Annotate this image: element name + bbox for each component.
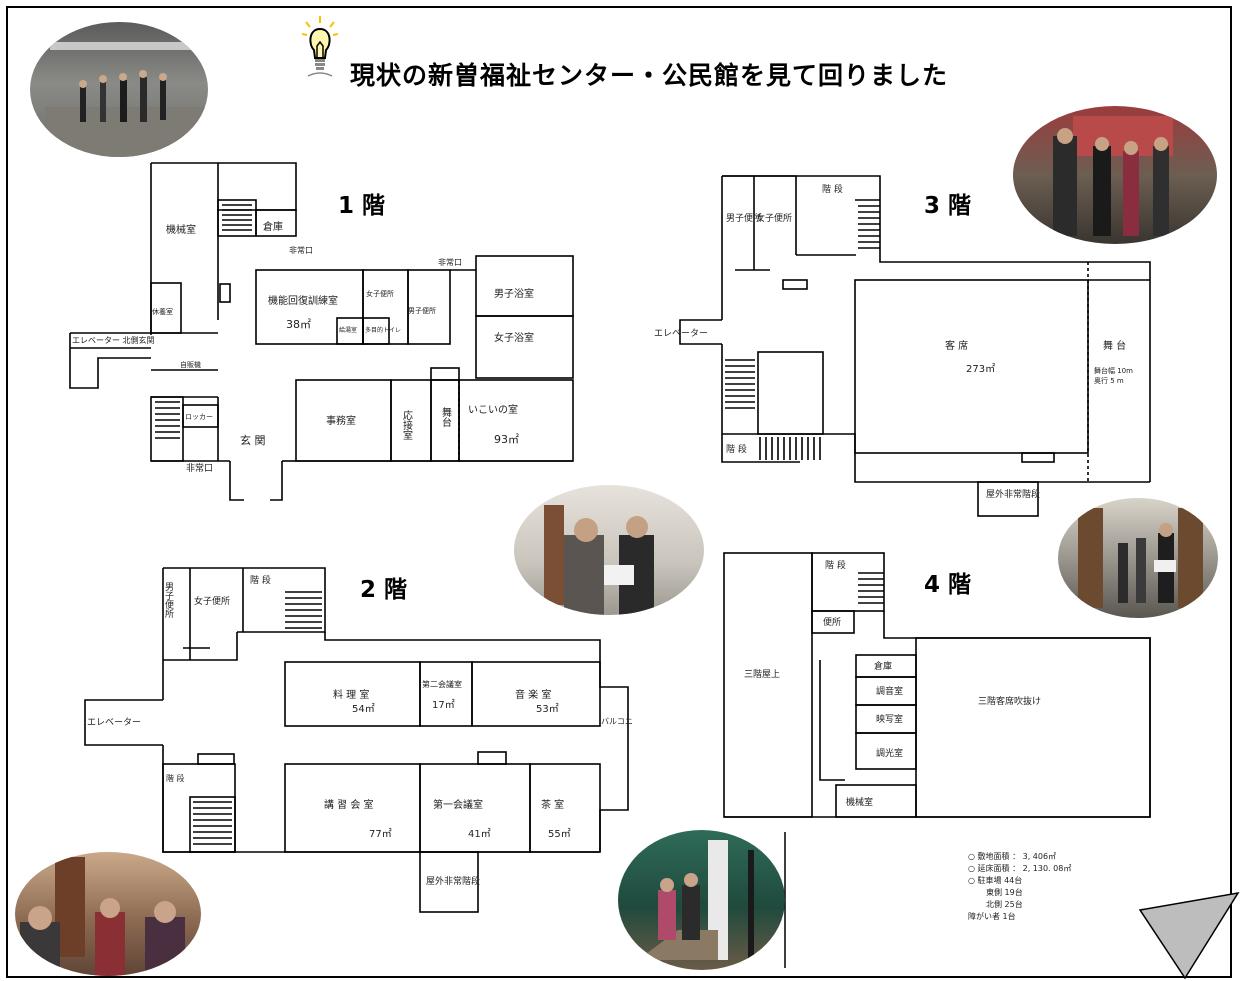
lightbulb-icon bbox=[300, 14, 340, 88]
f1-ikoi: いこいの室 bbox=[468, 403, 518, 416]
f1-kinou-area: 38㎡ bbox=[286, 318, 311, 331]
f2-ongakushitsu: 音 楽 室 bbox=[515, 688, 551, 701]
f2-danshi-benjo: 男子便所 bbox=[163, 582, 174, 619]
f1-danshi-benjo: 男子便所 bbox=[408, 306, 436, 315]
site-info-parking-east: 東側 19台 bbox=[986, 888, 1023, 897]
site-info-parking-accessible: 障がい者 1台 bbox=[968, 912, 1016, 921]
f1-genkan: 玄 関 bbox=[240, 433, 266, 447]
f1-danshi-yokushitsu: 男子浴室 bbox=[494, 287, 534, 300]
f1-butai: 舞台 bbox=[440, 407, 452, 428]
f2-ongakushitsu-area: 53㎡ bbox=[536, 703, 559, 715]
floor-label-2: 2 階 bbox=[360, 577, 408, 603]
photo-2f-corridor bbox=[514, 485, 704, 615]
f3-joshi-benjo: 女子便所 bbox=[756, 212, 792, 224]
f4-choukoushitsu: 調光室 bbox=[876, 747, 903, 759]
f4-benjo: 便所 bbox=[823, 616, 841, 628]
photo-4f-corridor bbox=[1058, 498, 1218, 618]
floor-plan-1 bbox=[69, 162, 574, 501]
f1-jihanki: 自販機 bbox=[180, 360, 201, 369]
floor-plan-2 bbox=[84, 567, 629, 913]
f3-danshi-benjo: 男子便所 bbox=[726, 212, 762, 224]
page-frame bbox=[6, 6, 1232, 978]
f1-elevator: エレベーター 北側玄関 bbox=[72, 335, 155, 345]
f3-okugai: 屋外非常階段 bbox=[986, 488, 1040, 500]
f2-ryourishitsu-area: 54㎡ bbox=[352, 703, 375, 715]
f4-eishashitsu: 映写室 bbox=[876, 713, 903, 725]
floor-plan-4 bbox=[723, 552, 1151, 818]
f1-hijoguchi-3: 非常口 bbox=[186, 462, 213, 474]
f1-hijoguchi-2: 非常口 bbox=[438, 257, 462, 267]
f1-kinou: 機能回復訓練室 bbox=[268, 294, 338, 307]
f1-ikoi-area: 93㎡ bbox=[494, 433, 519, 446]
page-title: 現状の新曽福祉センター・公民館を見て回りました bbox=[350, 61, 949, 90]
f1-hijoguchi-1: 非常口 bbox=[289, 245, 313, 255]
photo-3f-hall bbox=[1013, 106, 1217, 244]
site-info-parking-north: 北側 25台 bbox=[986, 900, 1023, 909]
photo-1f-hall bbox=[30, 22, 208, 157]
f1-locker: ロッカー bbox=[185, 413, 213, 421]
f2-daiichi-kaigishitsu: 第一会議室 bbox=[433, 798, 483, 811]
f4-kaidan: 階 段 bbox=[825, 559, 846, 571]
f2-daini-area: 17㎡ bbox=[432, 699, 455, 711]
f3-butai-note-2: 奥行 5 m bbox=[1094, 376, 1124, 385]
f1-jimushitsu: 事務室 bbox=[326, 414, 356, 427]
site-info: ○ 敷地面積 ： 3, 406㎡ ○ 延床面積 ： 2, 130. 08㎡ ○ … bbox=[968, 851, 1071, 923]
f3-butai-note-1: 舞台幅 10m bbox=[1094, 366, 1133, 375]
f2-kaidan-1: 階 段 bbox=[250, 574, 271, 586]
f2-koushuu: 講 習 会 室 bbox=[324, 798, 374, 811]
site-info-area: ○ 敷地面積 ： 3, 406㎡ bbox=[968, 852, 1057, 861]
floor-label-1: 1 階 bbox=[338, 193, 386, 219]
f4-souko: 倉庫 bbox=[874, 660, 892, 672]
f1-kyuyoushitsu: 休養室 bbox=[152, 307, 173, 316]
f2-daiichi-area: 41㎡ bbox=[468, 828, 491, 840]
corner-triangle-icon bbox=[1138, 891, 1240, 980]
f2-chashitsu-area: 55㎡ bbox=[548, 828, 571, 840]
f2-elevator: エレベーター bbox=[87, 717, 141, 728]
f3-kaidan-2: 階 段 bbox=[726, 443, 747, 455]
f3-butai: 舞 台 bbox=[1103, 339, 1126, 352]
f2-koushuu-area: 77㎡ bbox=[369, 828, 392, 840]
f3-kyakuseki-area: 273㎡ bbox=[966, 363, 995, 375]
f2-ryourishitsu: 料 理 室 bbox=[333, 688, 369, 701]
f2-chashitsu: 茶 室 bbox=[541, 798, 564, 811]
f4-chouonshitsu: 調音室 bbox=[876, 685, 903, 697]
f1-ousetsushitsu: 応接室 bbox=[401, 409, 413, 440]
f3-kyakuseki: 客 席 bbox=[945, 339, 968, 352]
floor-plan-3 bbox=[679, 175, 1151, 517]
f1-souko: 倉庫 bbox=[263, 220, 283, 233]
f2-okugai: 屋外非常階段 bbox=[426, 875, 480, 887]
f2-daini-kaigishitsu: 第二会議室 bbox=[422, 679, 462, 689]
f3-elevator: エレベーター bbox=[654, 328, 708, 339]
f2-balcony: バルコニ bbox=[601, 717, 633, 726]
photo-2f-group bbox=[15, 852, 201, 976]
f1-joshi-yokushitsu: 女子浴室 bbox=[494, 331, 534, 344]
f1-kikaishitsu: 機械室 bbox=[166, 223, 196, 236]
floor-label-4: 4 階 bbox=[924, 572, 972, 598]
site-info-floor-area: ○ 延床面積 ： 2, 130. 08㎡ bbox=[968, 864, 1072, 873]
f4-kikaishitsu: 機械室 bbox=[846, 796, 873, 808]
photo-stairs bbox=[618, 830, 785, 970]
site-info-parking: ○ 駐車場 44台 bbox=[968, 876, 1023, 885]
floor-label-3: 3 階 bbox=[924, 193, 972, 219]
f3-kaidan-1: 階 段 bbox=[822, 183, 843, 195]
f1-joshi-benjo: 女子便所 bbox=[366, 289, 394, 298]
f4-fukinuke: 三階客席吹抜け bbox=[978, 695, 1041, 707]
f4-sangai-okujou: 三階屋上 bbox=[744, 669, 780, 680]
f1-kyuto: 給湯室 bbox=[339, 326, 357, 334]
f2-kaidan-2: 階 段 bbox=[166, 773, 185, 783]
f2-joshi-benjo: 女子便所 bbox=[194, 595, 230, 607]
f1-tamokuteki: 多目的トイレ bbox=[365, 326, 401, 334]
